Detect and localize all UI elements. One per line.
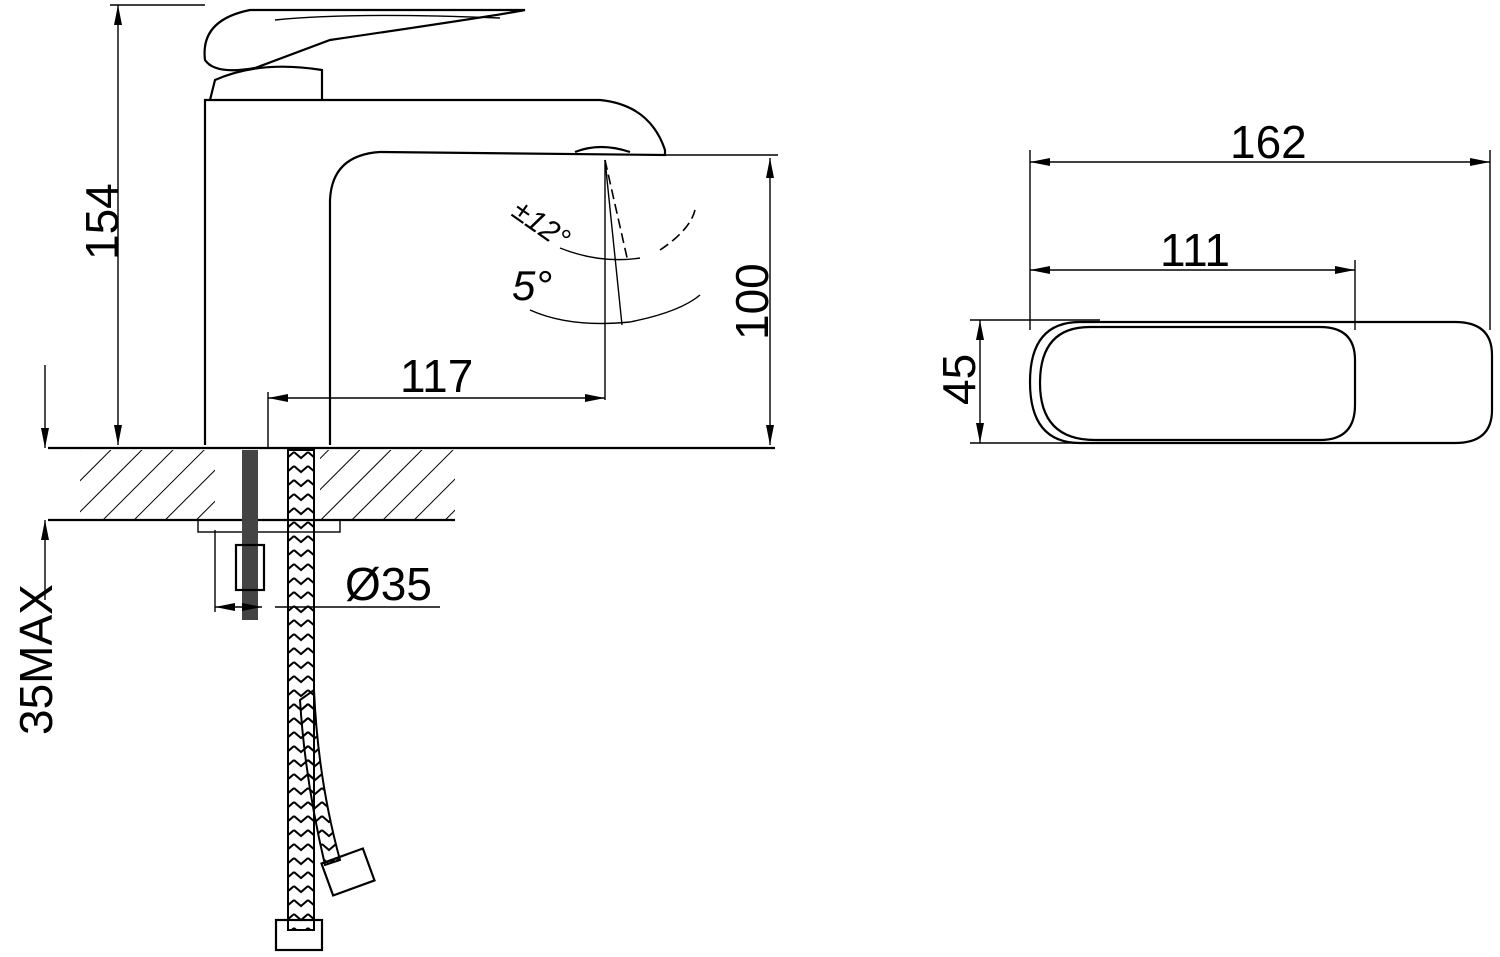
dimension-deck-thickness: 35MAX	[10, 365, 62, 735]
spout-height-label: 100	[726, 263, 778, 340]
handle-outline	[1038, 325, 1357, 442]
width-label: 45	[933, 354, 985, 405]
angle-annotations: ±12° 5°	[506, 159, 701, 326]
handle-lever	[203, 8, 526, 72]
handle-base	[208, 65, 324, 101]
deck-thickness-label: 35MAX	[10, 584, 62, 735]
faucet-body	[203, 8, 667, 445]
spout-outline	[1028, 320, 1494, 445]
countertop-section	[48, 446, 775, 533]
handle-length-label: 111	[1160, 224, 1230, 276]
connection-hoses	[234, 449, 376, 952]
dimension-height: 154	[76, 4, 205, 445]
height-label: 154	[76, 183, 128, 260]
overall-length-label: 162	[1230, 116, 1307, 168]
spout-angle-label: 5°	[512, 262, 552, 309]
tilt-angle-label: ±12°	[506, 194, 576, 257]
dimension-reach: 117	[267, 160, 606, 448]
reach-label: 117	[400, 350, 473, 402]
hole-diameter-label: Ø35	[345, 558, 432, 610]
dimension-spout-height: 100	[665, 154, 778, 445]
dimension-hole-diameter: Ø35	[214, 530, 440, 612]
top-view: 162 111 45	[933, 116, 1494, 445]
